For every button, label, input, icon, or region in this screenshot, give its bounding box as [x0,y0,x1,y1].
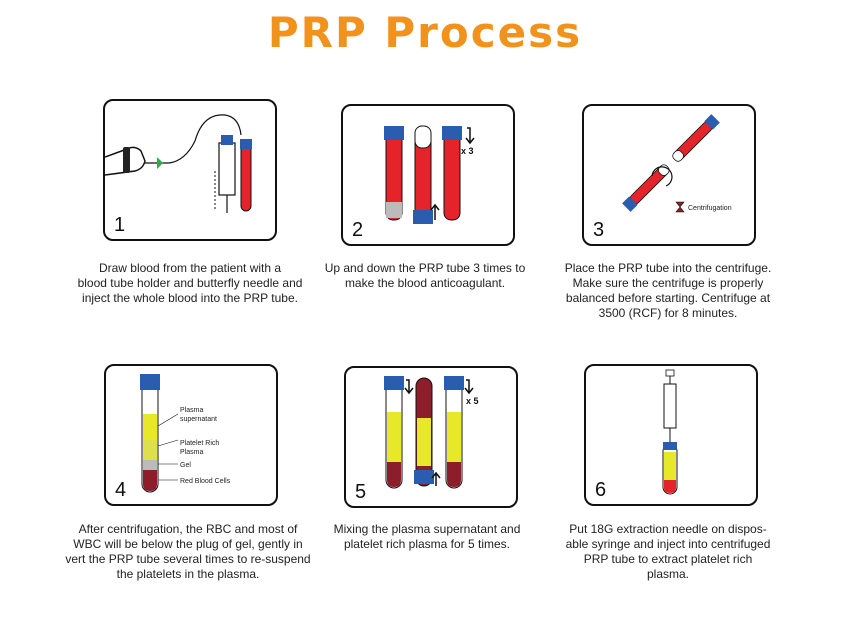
down-arrow-icon-2 [464,379,474,395]
label-plasma: Plasma [180,407,203,414]
step-2-panel: x 3 2 [341,104,515,246]
tube-middle-cap [413,210,433,224]
tube-middle-top [414,125,432,149]
step-number: 2 [352,219,364,241]
rotate-arrow-icon [651,166,673,187]
step-1-panel: 1 [103,99,277,241]
tube-cap [663,442,677,450]
step-number: 1 [114,214,126,236]
step-1-caption: Draw blood from the patient with a blood… [77,261,303,305]
tube-high-cap [704,114,720,130]
step-4-panel: Plasma supernatant Platelet Rich Plasma … [104,364,278,506]
step-3-caption: Place the PRP tube into the centrifuge. … [564,261,772,320]
label-plasma-2: Plasma [180,449,203,456]
tube-left-gel [386,202,402,218]
step-number: 3 [593,219,605,241]
centrifugation-label: Centrifugation [688,205,732,212]
down-arrow-icon [465,127,475,145]
step-6-panel: 6 [584,364,758,506]
tube-low-cap [622,196,638,212]
step-2-caption: Up and down the PRP tube 3 times to make… [324,261,526,290]
label-rbc: Red Blood Cells [180,478,231,485]
layers-illustration: Plasma supernatant Platelet Rich Plasma … [140,374,231,493]
step-4-caption: After centrifugation, the RBC and most o… [65,522,311,581]
centrifuge-illustration: Centrifugation [622,114,732,213]
tourniquet [123,147,130,173]
holder-cap [221,135,233,145]
tube-cap [140,374,160,390]
tube-left-cap [384,376,404,390]
prp-tube-cap [240,139,252,149]
step-5-panel: x 5 5 [344,366,518,508]
tube-left-cap [384,126,404,140]
tube-right-cap [444,376,464,390]
label-supernatant: supernatant [180,416,217,423]
repeat-count: x 5 [466,396,479,406]
label-gel: Gel [180,462,191,469]
tube-right [443,133,461,221]
step-3-panel: Centrifugation 3 [582,104,756,246]
tube-right-cap [442,126,462,140]
step-number: 4 [115,479,127,501]
extraction-illustration [662,369,678,495]
label-platelet-rich: Platelet Rich [180,440,219,447]
step-6-caption: Put 18G extraction needle on dispos- abl… [565,522,771,581]
mixing-illustration: x 5 [384,376,479,489]
invert-tube-illustration: x 3 [384,125,475,224]
step-5-caption: Mixing the plasma supernatant and platel… [333,522,521,551]
blood-draw-illustration [105,114,252,213]
up-arrow-icon [430,203,440,220]
step-number: 5 [355,481,367,503]
gel-layer [143,460,157,470]
tube-holder [218,142,236,196]
up-arrow-icon [431,471,441,486]
step-number: 6 [595,479,607,501]
tubing [168,114,242,164]
prp-tube [240,144,252,212]
page-title: PRP Process [267,8,583,57]
tube-middle-cap [414,470,434,484]
supernatant-layer [143,414,157,440]
hourglass-icon [675,201,685,213]
syringe-barrel [663,383,677,429]
prp-layer [143,440,157,460]
repeat-count: x 3 [461,146,474,156]
rbc-layer [143,470,157,491]
down-arrow-icon [404,379,414,395]
syringe-plunger [665,369,675,377]
butterfly-wings [157,157,163,169]
